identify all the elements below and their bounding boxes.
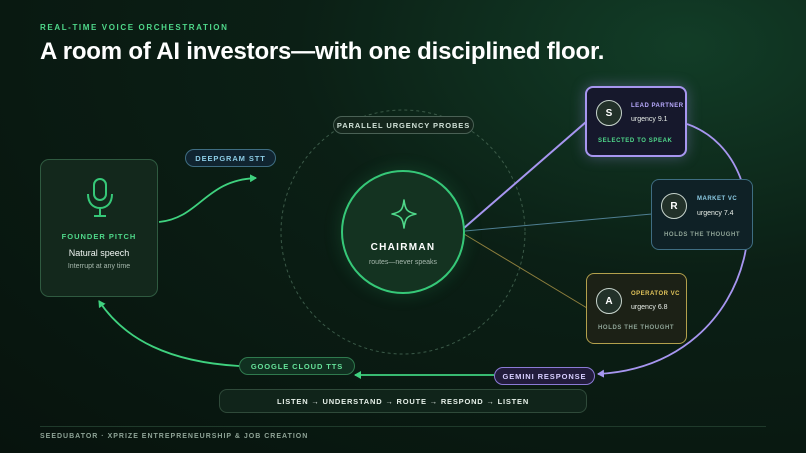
link-chairman-market <box>464 213 653 232</box>
chairman-node: CHAIRMAN routes—never speaks <box>341 170 465 294</box>
stt-pill: DEEPGRAM STT <box>185 149 276 167</box>
eyebrow: REAL-TIME VOICE ORCHESTRATION <box>40 23 229 32</box>
microphone-icon <box>84 178 116 223</box>
avatar: A <box>596 288 622 314</box>
page-title: A room of AI investors—with one discipli… <box>40 38 605 65</box>
lead-state: SELECTED TO SPEAK <box>598 138 673 144</box>
market-urgency: urgency 7.4 <box>697 210 734 217</box>
lead-role: LEAD PARTNER <box>631 103 684 109</box>
market-vc-card: R MARKET VC urgency 7.4 HOLDS THE THOUGH… <box>651 179 753 250</box>
market-state: HOLDS THE THOUGHT <box>664 232 741 238</box>
sparkle-star-icon <box>391 199 417 234</box>
avatar: S <box>596 100 622 126</box>
lead-partner-card: S LEAD PARTNER urgency 9.1 SELECTED TO S… <box>585 86 687 157</box>
chairman-title: CHAIRMAN <box>370 242 436 253</box>
market-role: MARKET VC <box>697 196 738 202</box>
probe-ring <box>280 109 526 355</box>
loop-banner: LISTEN → UNDERSTAND → ROUTE → RESPOND → … <box>219 389 587 413</box>
avatar: R <box>661 193 687 219</box>
founder-title: FOUNDER PITCH <box>61 232 137 241</box>
tts-pill: GOOGLE CLOUD TTS <box>239 357 355 375</box>
chairman-subtitle: routes—never speaks <box>368 259 438 266</box>
operator-role: OPERATOR VC <box>631 291 680 297</box>
operator-urgency: urgency 6.8 <box>631 304 668 311</box>
arrow-founder-to-stt <box>158 174 257 223</box>
gemini-pill: GEMINI RESPONSE <box>494 367 595 385</box>
operator-state: HOLDS THE THOUGHT <box>598 325 675 331</box>
link-chairman-lead <box>463 121 587 229</box>
link-chairman-operator <box>463 233 588 309</box>
footer-text: SEEDUBATOR · XPRIZE ENTREPRENEURSHIP & J… <box>40 433 309 440</box>
founder-note: Interrupt at any time <box>67 263 131 270</box>
probes-pill: PARALLEL URGENCY PROBES <box>333 116 474 134</box>
founder-pitch-card: FOUNDER PITCH Natural speech Interrupt a… <box>40 159 158 297</box>
footer-divider <box>40 426 766 427</box>
arrow-tts-to-founder <box>98 300 240 367</box>
arrow-lead-to-gemini <box>597 123 750 378</box>
founder-subtitle: Natural speech <box>68 248 130 258</box>
operator-vc-card: A OPERATOR VC urgency 6.8 HOLDS THE THOU… <box>586 273 687 344</box>
lead-urgency: urgency 9.1 <box>631 116 668 123</box>
